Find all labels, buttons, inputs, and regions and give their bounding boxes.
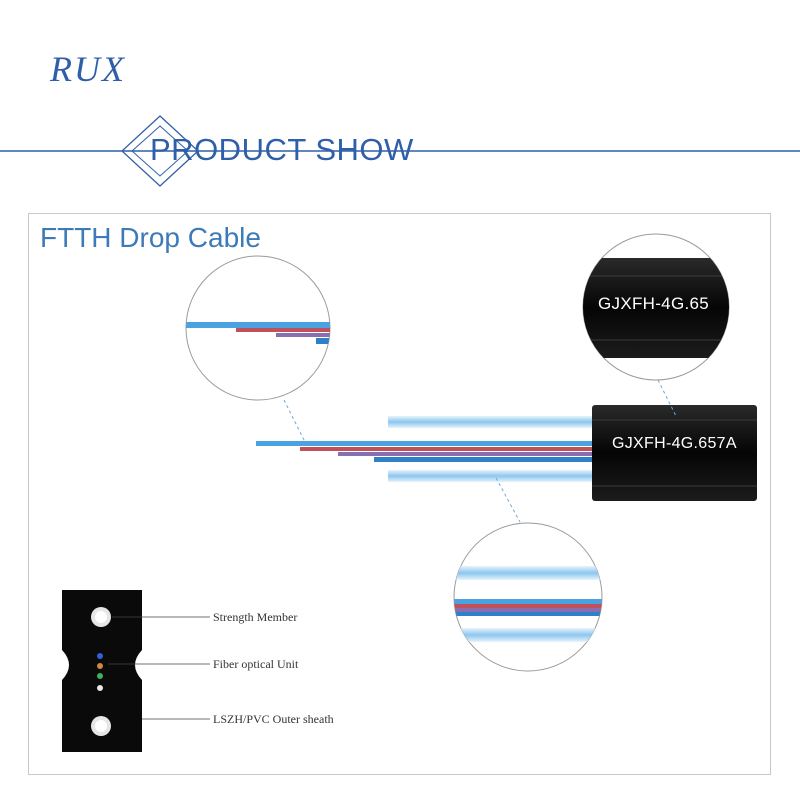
fiber-blue	[256, 441, 592, 446]
outer-sheath-shape	[62, 590, 142, 752]
cable-print-main: GJXFH-4G.657A	[612, 435, 737, 452]
fiber-dot-white	[97, 685, 103, 691]
fiber-dot-blue	[97, 653, 103, 659]
fiber-purple	[338, 452, 592, 456]
product-panel	[28, 213, 771, 775]
zoom-circle-members	[453, 522, 603, 672]
callout-line-right	[657, 379, 677, 417]
strength-member-bottom	[388, 470, 592, 482]
section-title: PRODUCT SHOW	[150, 132, 414, 167]
diamond-inner-icon	[131, 125, 189, 177]
callout-line-left	[283, 399, 306, 443]
callout-line-bottom	[495, 477, 521, 523]
cable-sheath	[592, 405, 757, 501]
legend-strength-member: Strength Member	[213, 610, 298, 624]
cross-section-diagram	[62, 590, 210, 752]
diamond-ornament-icon	[121, 115, 199, 187]
rux-logo: RUX	[50, 49, 126, 89]
legend-outer-sheath: LSZH/PVC Outer sheath	[213, 712, 334, 726]
fiber-dark-blue	[374, 457, 592, 462]
fiber-red	[300, 447, 592, 451]
legend-fiber-unit: Fiber optical Unit	[213, 657, 299, 671]
cable-print-zoom: GJXFH-4G.65	[598, 294, 709, 313]
fiber-dot-green	[97, 673, 103, 679]
panel-title: FTTH Drop Cable	[40, 222, 261, 253]
fiber-dot-orange	[97, 663, 103, 669]
strength-member-top	[388, 416, 592, 428]
